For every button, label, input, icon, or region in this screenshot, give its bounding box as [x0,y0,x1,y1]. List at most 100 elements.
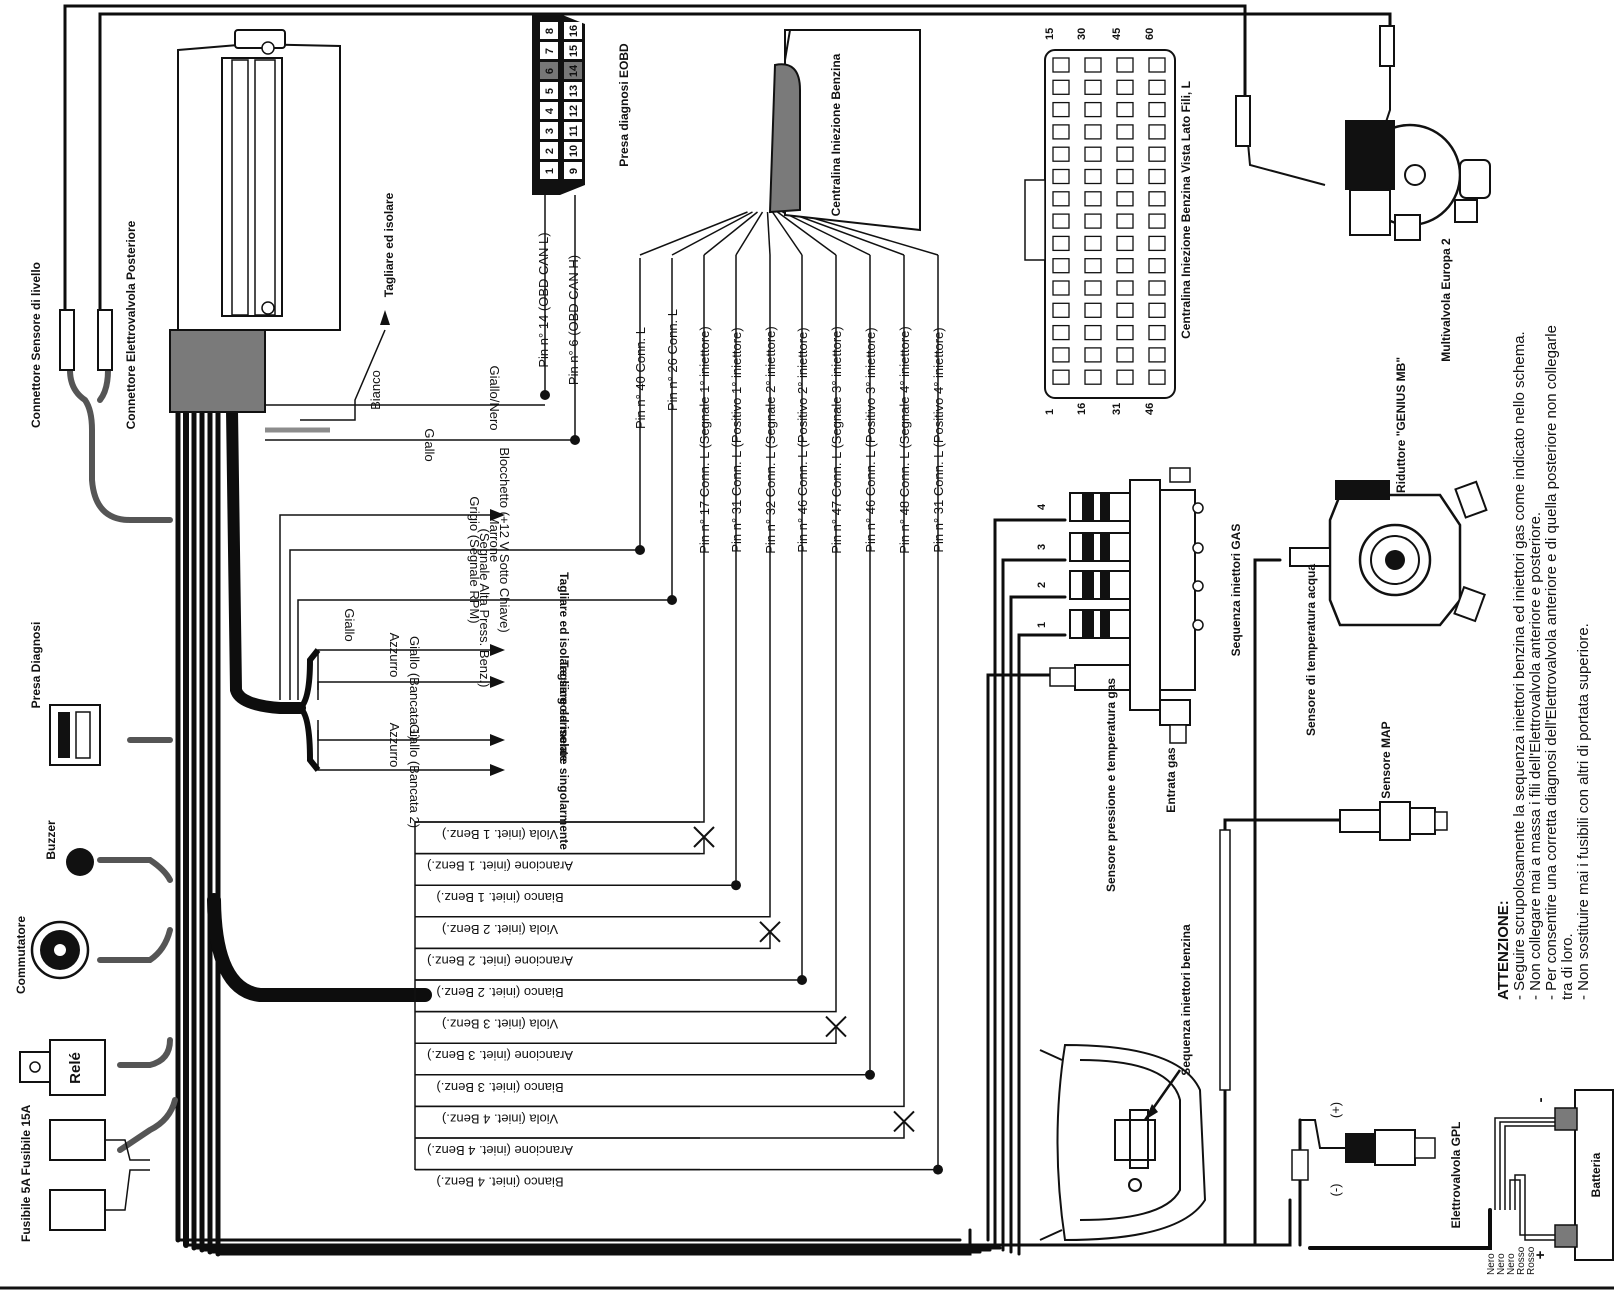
attenzione-line: tra di loro. [1559,933,1576,1000]
injector-wire-label: Viola (iniet. 4 Benz.) [442,1111,558,1126]
ecu-pin-wire [787,211,905,256]
signal-wire [415,837,705,855]
grid-label: 60 [1144,28,1156,40]
ecu-pin-wire [771,211,803,256]
wire-grigio: Grigio (Segnale RPM) [467,496,482,623]
ecu-pin-label: Pin n° 26 Conn. L [665,309,680,411]
ecu-pin-cell [1084,79,1102,95]
ecu-pin-cell [1052,235,1070,252]
left-components [19,309,150,1231]
ecu-pin-cell [1148,347,1166,363]
grid-label: 16 [1076,403,1088,415]
rail-port [1192,502,1204,514]
injector-wire-label: Viola (iniet. 2 Benz.) [442,922,558,937]
grid-label: 45 [1111,28,1123,40]
bancata-wires [317,649,490,771]
ecu-pin-cell [1084,168,1102,185]
obd-pin [540,82,558,99]
ecu-pin-cell [1084,101,1102,118]
entrata-gas-label: Entrata gas [1164,747,1178,813]
ecu-pin-cell [1052,191,1070,207]
wire-blocchetto: Blocchetto (+12 V Sotto Chiave) [497,447,512,632]
presa-diagnosi-label: Presa Diagnosi [29,622,43,709]
ecu-pin-wire [766,211,771,256]
elettrovalvola-label: Elettrovalvola GPL [1449,1122,1463,1229]
obd-pin [540,42,558,59]
obd-pin [564,42,582,59]
ecu-pin-cell [1052,213,1070,229]
obd-pin [564,82,582,99]
wire-marrone: Marrone [487,514,502,562]
ecu-pin-cell [1116,235,1134,252]
signal-wires [279,258,673,700]
wire-alta-press: (Segnale Alta Press. Benz.) [477,529,492,688]
obd-pin-number: 13 [568,85,580,97]
obd-pin [564,102,582,119]
attenzione-line: - Non sostituire mai i fusibili con altr… [1575,623,1592,1000]
ecu-pin-cell [1148,280,1166,296]
obd-pin-number: 7 [544,48,556,54]
ecu-pin-cell [1052,369,1070,385]
injector-wire-label: Bianco (iniet. 3 Benz.) [436,1080,563,1095]
batteria-label: Batteria [1589,1152,1603,1197]
injector-wire-label: Bianco (iniet. 2 Benz.) [436,985,563,1000]
riduttore [1289,480,1488,627]
ecu-pin-label: Pin n° 46 Conn. L (Positivo 3° iniettore… [863,327,878,552]
ecu-pin-cell [1084,146,1102,162]
ecu-pin-cell [1148,168,1166,185]
signal-wire [415,300,705,823]
signal-wire [415,931,771,950]
rail-port [1192,580,1204,592]
injector-wire-label: Bianco (iniet. 4 Benz.) [436,1175,563,1190]
rail-number: 4 [1036,503,1048,510]
obd-pin-number: 14 [568,64,580,77]
sequenza-gas-label: Sequenza iniettori GAS [1229,524,1243,657]
sequenza-benzina-label: Sequenza iniettori benzina [1179,924,1193,1076]
signal-wire [415,1026,837,1044]
ecu-pin-cell [1148,124,1166,140]
ecu-pin-cell [1052,258,1070,274]
grid-label: 31 [1111,403,1123,415]
injector-wire-label: Viola (iniet. 1 Benz.) [442,827,558,842]
battery [1494,1089,1614,1261]
junction-dot [540,390,550,400]
battery-plus: + [1532,1250,1549,1259]
rail-number: 1 [1036,622,1048,628]
battery-minus: - [1532,1098,1549,1103]
cut-mark [759,921,781,943]
gas-ecu [169,29,341,413]
ecu-pin-label: Pin n° 46 Conn. L (Positivo 2° iniettore… [795,327,810,552]
gas-injector-band [1100,610,1110,638]
obd-pin [540,102,558,119]
ecu-pin-cell [1084,324,1102,341]
wire-giallo-nero: Giallo/Nero [487,365,502,430]
ecu-pin-wire [671,211,753,256]
pin-14-label: Pin n° 14 (OBD CAN L) [536,232,551,367]
ecu-pin-cell [1116,146,1134,162]
junction-dot [667,595,677,605]
multivalvola-label: Multivalvola Europa 2 [1439,238,1453,362]
ecu-pin-cell [1148,324,1166,341]
ecu-pin-label: Pin n° 40 Conn. L [633,327,648,429]
ecu-pin-cell [1116,79,1134,95]
pin-6-label: Pin n° 6 (OBD CAN H) [566,255,581,385]
ecu-pin-label: Pin n° 48 Conn. L (Segnale 4° iniettore) [897,326,912,553]
petrol-ecu [768,29,921,232]
obd-pin [564,162,582,179]
gas-injector-band [1082,533,1094,561]
ecu-pin-cell [1148,369,1166,385]
gas-injector-band [1100,533,1110,561]
obd-pin-number: 3 [544,128,556,134]
elettrovalvola-gpl [1291,1119,1436,1181]
sensor-harness [67,367,178,1153]
wire-azzurro-1: Azzurro [387,633,402,678]
obd-pin-number: 9 [568,168,580,174]
obd-pin [564,142,582,159]
ecu-pin-label: Pin n° 31 Conn. L (Positivo 4° iniettore… [931,327,946,552]
ecu-pin-wire [782,211,871,256]
conn-livello-label: Connettore Sensore di livello [29,262,43,428]
buzzer-label: Buzzer [44,820,58,860]
map-sensor [1219,801,1448,1091]
ecu-pin-cell [1084,347,1102,363]
